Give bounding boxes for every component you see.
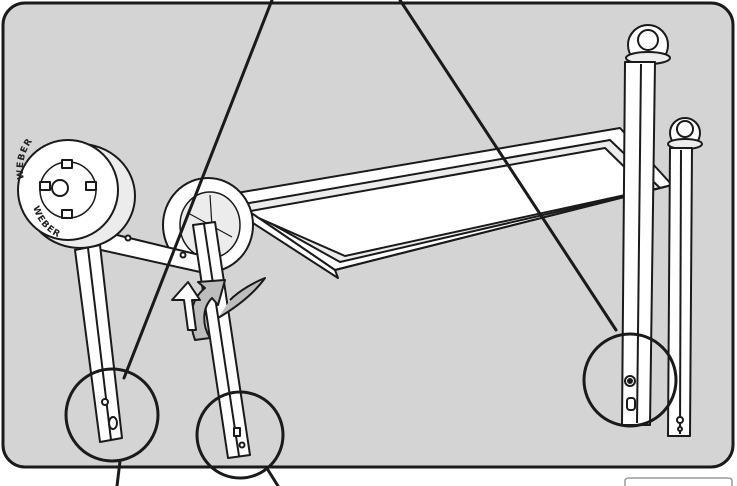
callout-circle-icon bbox=[195, 390, 285, 480]
caster-right-back bbox=[667, 117, 703, 150]
leader-lines bbox=[115, 0, 618, 486]
callout-circle-icon bbox=[582, 332, 678, 428]
panel-tab bbox=[624, 477, 733, 486]
rotation-arrow-head-icon bbox=[171, 281, 201, 331]
callout-circle-icon bbox=[64, 367, 160, 463]
weber-wheel: WEBER WEBER bbox=[16, 136, 136, 249]
caster-right-front bbox=[625, 24, 671, 66]
bottom-tray bbox=[221, 127, 673, 279]
